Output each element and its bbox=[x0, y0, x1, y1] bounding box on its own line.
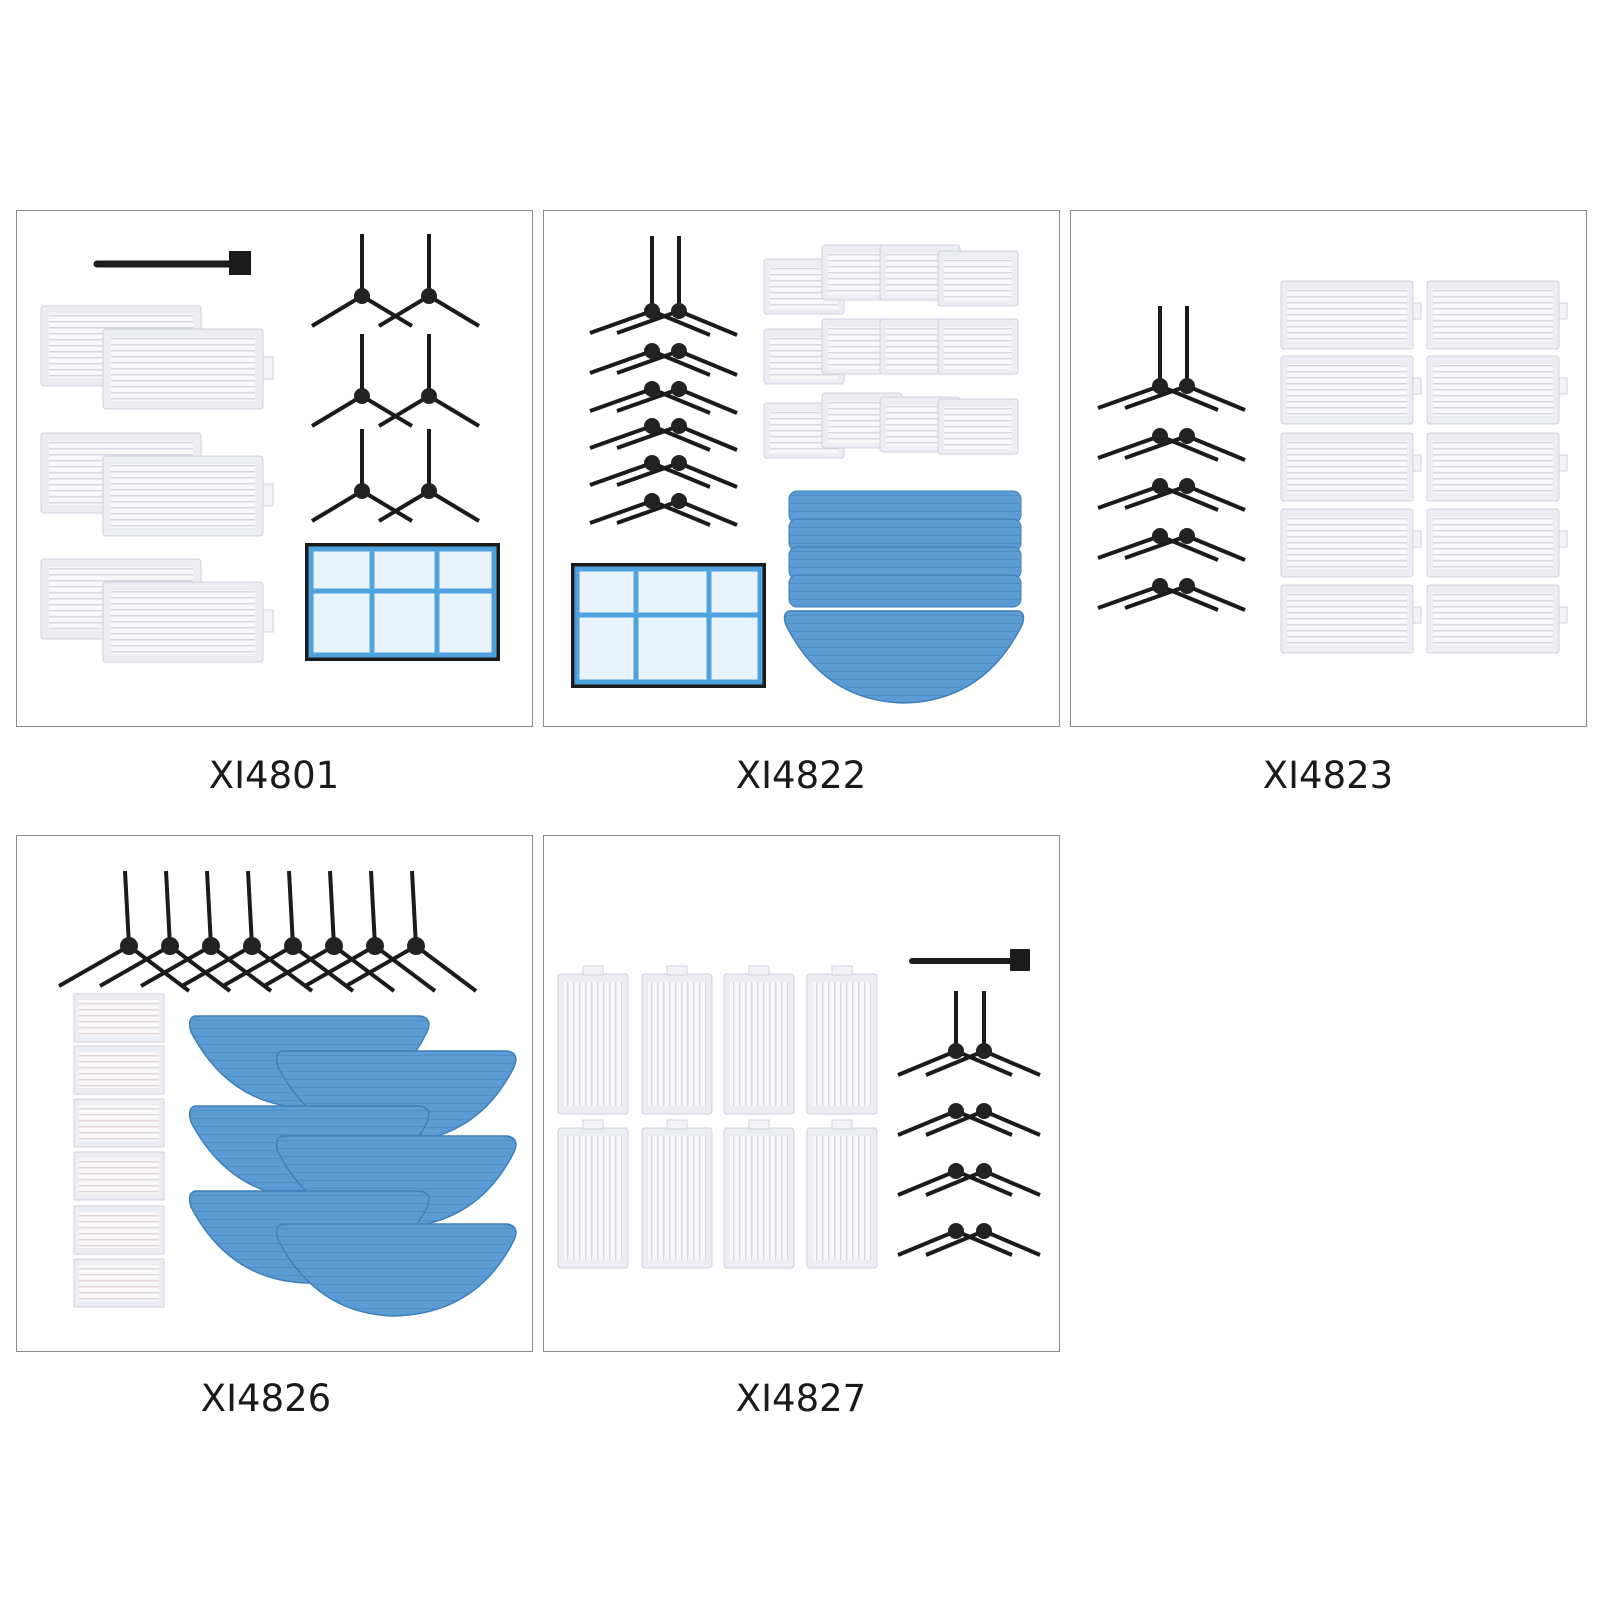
kit-panel-xi4822 bbox=[543, 210, 1060, 727]
kit-photo-xi4827 bbox=[557, 949, 1042, 1269]
kit-code-xi4826: XI4826 bbox=[200, 1377, 332, 1420]
kit-photo-xi4822 bbox=[571, 236, 1025, 704]
kit-photo-xi4823 bbox=[1096, 280, 1568, 654]
kit-panel-xi4826 bbox=[16, 835, 533, 1352]
kit-photo-xi4826 bbox=[57, 869, 517, 1317]
kit-panel-xi4801 bbox=[16, 210, 533, 727]
kit-code-xi4823: XI4823 bbox=[1262, 754, 1394, 797]
kit-code-xi4801: XI4801 bbox=[208, 754, 340, 797]
kit-panel-xi4823 bbox=[1070, 210, 1587, 727]
kit-photo-xi4801 bbox=[40, 232, 500, 663]
kit-panel-xi4827 bbox=[543, 835, 1060, 1352]
kit-code-xi4827: XI4827 bbox=[735, 1377, 867, 1420]
kit-code-xi4822: XI4822 bbox=[735, 754, 867, 797]
